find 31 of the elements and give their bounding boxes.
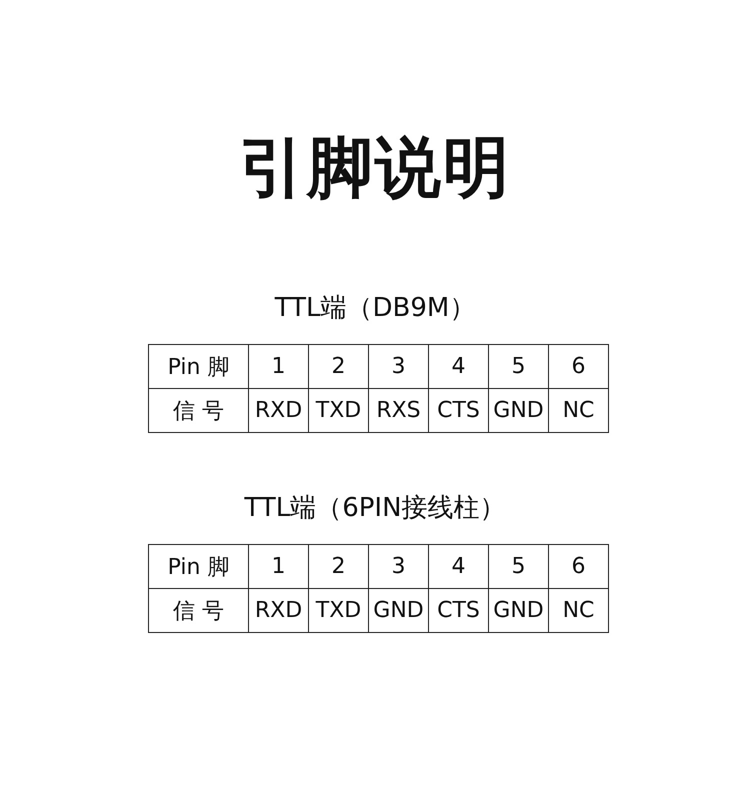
signal-name-cell: GND: [488, 388, 548, 432]
row-header-cell: Pin 脚: [148, 344, 248, 388]
pin-number-cell: 1: [248, 544, 308, 588]
table-title: TTL端（DB9M）: [274, 292, 476, 325]
pin-number-cell: 2: [308, 344, 368, 388]
pin-number-cell: 4: [428, 344, 488, 388]
pin-number-cell: 2: [308, 544, 368, 588]
signal-name-cell: CTS: [428, 388, 488, 432]
row-header-cell: Pin 脚: [148, 544, 248, 588]
pin-number-cell: 5: [488, 544, 548, 588]
pin-number-cell: 1: [248, 344, 308, 388]
signal-name-cell: RXD: [248, 588, 308, 632]
pin-number-cell: 3: [368, 544, 428, 588]
signal-name-cell: RXD: [248, 388, 308, 432]
signal-name-cell: GND: [488, 588, 548, 632]
page-title: 引脚说明: [238, 128, 512, 208]
pin-number-cell: 6: [548, 544, 608, 588]
signal-name-cell: TXD: [308, 388, 368, 432]
signal-name-cell: TXD: [308, 588, 368, 632]
pin-number-cell: 3: [368, 344, 428, 388]
pin-number-cell: 6: [548, 344, 608, 388]
table-title: TTL端（6PIN接线柱）: [243, 492, 507, 525]
signal-name-cell: NC: [548, 588, 608, 632]
row-header-cell: 信 号: [148, 588, 248, 632]
signal-name-cell: CTS: [428, 588, 488, 632]
pin-number-cell: 4: [428, 544, 488, 588]
signal-name-cell: RXS: [368, 388, 428, 432]
row-header-cell: 信 号: [148, 388, 248, 432]
signal-name-cell: NC: [548, 388, 608, 432]
signal-name-cell: GND: [368, 588, 428, 632]
pin-number-cell: 5: [488, 344, 548, 388]
